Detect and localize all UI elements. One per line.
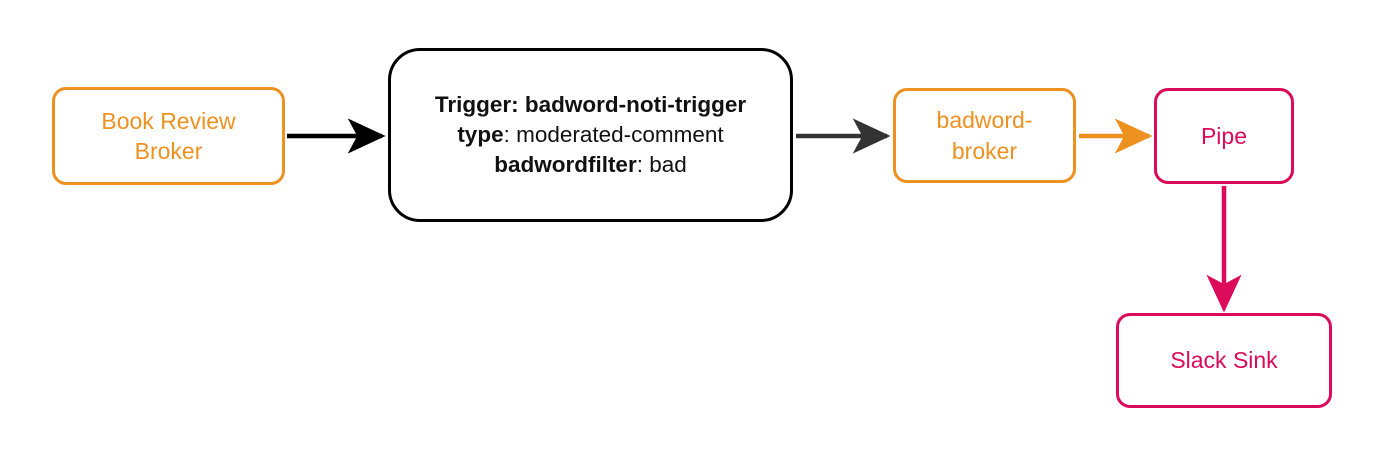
node-trigger-line3-value: bad	[649, 151, 687, 177]
node-book-review-broker-line2: Broker	[134, 138, 203, 164]
node-trigger-label: Trigger: badword-noti-trigger type: mode…	[391, 90, 790, 179]
node-trigger-line2-sep: :	[503, 122, 517, 148]
node-trigger-line-3: badwordfilter: bad	[397, 150, 784, 180]
node-badword-broker-label: badword- broker	[896, 105, 1073, 166]
node-trigger[interactable]: Trigger: badword-noti-trigger type: mode…	[388, 48, 793, 222]
node-pipe-label: Pipe	[1200, 122, 1248, 149]
node-trigger-line3-key: badwordfilter	[494, 151, 637, 177]
node-badword-broker-line2: broker	[951, 137, 1018, 164]
node-trigger-line1-key: Trigger:	[434, 92, 519, 118]
node-book-review-broker[interactable]: Book Review Broker	[52, 87, 285, 185]
node-book-review-broker-label: Book Review Broker	[55, 106, 282, 167]
node-badword-broker[interactable]: badword- broker	[893, 88, 1076, 183]
node-slack-sink-label: Slack Sink	[1170, 347, 1278, 374]
node-trigger-line2-key: type	[457, 122, 504, 148]
node-badword-broker-line1: badword-	[936, 107, 1033, 134]
node-trigger-line-2: type: moderated-comment	[397, 120, 784, 150]
node-trigger-line2-value: moderated-comment	[516, 122, 724, 148]
node-trigger-line-1: Trigger: badword-noti-trigger	[397, 90, 784, 120]
node-pipe[interactable]: Pipe	[1154, 88, 1294, 184]
node-slack-sink[interactable]: Slack Sink	[1116, 313, 1332, 408]
node-book-review-broker-line1: Book Review	[101, 107, 236, 134]
node-trigger-line3-sep: :	[636, 151, 650, 177]
node-trigger-line1-value: badword-noti-trigger	[524, 92, 747, 118]
